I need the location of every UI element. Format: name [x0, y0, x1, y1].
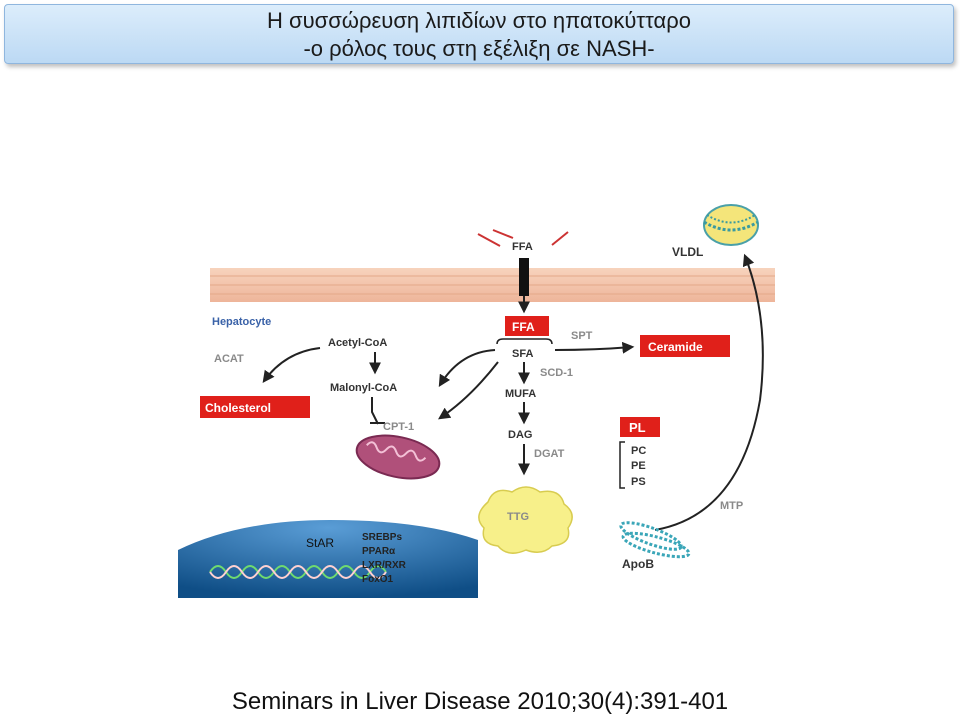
- acat-label: ACAT: [214, 353, 244, 365]
- ffa-brace: [496, 338, 553, 345]
- nucleus-shape: [178, 520, 478, 598]
- star-label: StAR: [306, 536, 334, 550]
- mtp-label: MTP: [720, 500, 743, 512]
- tg-label: TTG: [507, 511, 529, 523]
- ffa-transporter: [519, 258, 529, 296]
- slide-title-line-2: -ο ρόλος τους στη εξέλιξη σε NASH-: [303, 36, 655, 61]
- slide-title-line-1: Η συσσώρευση λιπιδίων στο ηπατοκύτταρο: [267, 8, 691, 33]
- malonyl-coa-label: Malonyl-CoA: [330, 382, 397, 394]
- scd1-label: SCD-1: [540, 367, 573, 379]
- ffa-top-label: FFA: [512, 241, 533, 253]
- apob-to-vldl-arrow: [654, 253, 764, 531]
- pe-label: PE: [631, 460, 646, 472]
- pl-label: PL: [629, 420, 646, 435]
- pl-box: [620, 417, 660, 437]
- lxr-rxr-label: LXR/RXR: [362, 560, 407, 571]
- apob-label: ApoB: [622, 557, 654, 571]
- sfa-to-ceramide-arrow: [554, 341, 635, 354]
- cholesterol-box: [200, 396, 310, 418]
- ffa-box-label: FFA: [512, 320, 535, 334]
- foxo1-label: FoxO1: [362, 574, 394, 585]
- vldl-particle-icon: [703, 204, 759, 246]
- mufa-label: MUFA: [505, 388, 536, 400]
- acetyl-to-cholesterol-arrow: [262, 347, 321, 383]
- ppara-label: PPARα: [362, 546, 396, 557]
- ceramide-box: [640, 335, 730, 357]
- citation-text: Seminars in Liver Disease 2010;30(4):391…: [231, 688, 729, 715]
- dgat-label: DGAT: [534, 448, 565, 460]
- apob-protein-icon: [619, 521, 691, 559]
- srebps-label: SREBPs: [362, 532, 402, 543]
- hepatocyte-label: Hepatocyte: [212, 316, 271, 328]
- vldl-label: VLDL: [672, 245, 703, 259]
- malonyl-inhibits-cpt1: [371, 397, 379, 425]
- spt-label: SPT: [571, 330, 593, 342]
- pl-brace: [619, 441, 625, 489]
- cpt1-label: CPT-1: [383, 421, 414, 433]
- ffa-box: [505, 316, 549, 336]
- cholesterol-label: Cholesterol: [205, 401, 271, 415]
- pc-label: PC: [631, 445, 646, 457]
- mitochondrion-icon: [355, 434, 441, 480]
- sfa-label: SFA: [512, 348, 533, 360]
- ceramide-label: Ceramide: [648, 340, 703, 354]
- acetyl-coa-label: Acetyl-CoA: [328, 337, 387, 349]
- ps-label: PS: [631, 476, 646, 488]
- dag-label: DAG: [508, 429, 532, 441]
- tg-droplet-icon: [478, 486, 573, 554]
- ffa-molecules: [477, 229, 569, 247]
- title-banner: Η συσσώρευση λιπιδίων στο ηπατοκύτταρο -…: [4, 4, 954, 64]
- ffa-to-malonyl-arrow: [438, 349, 496, 388]
- dna-icon: [209, 565, 387, 579]
- sfa-to-cpt1-arrow: [438, 361, 499, 420]
